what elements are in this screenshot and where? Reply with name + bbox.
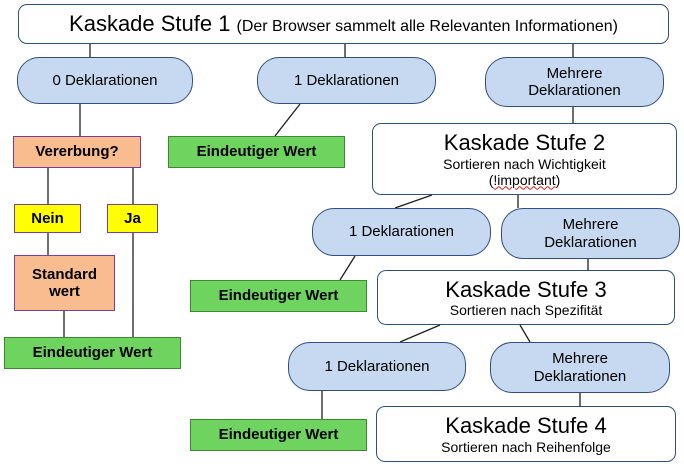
connector: [339, 255, 356, 281]
important-keyword: !important: [493, 171, 556, 188]
stage-4-box: Kaskade Stufe 4 Sortieren nach Reihenfol…: [376, 406, 676, 462]
answer-no-box: Nein: [14, 204, 81, 233]
result-unique-value-inheritance: Eindeutiger Wert: [4, 337, 181, 369]
result-unique-value-stage-2: Eindeutiger Wert: [190, 280, 367, 312]
default-value-line2: wert: [49, 283, 80, 300]
stage-3-title: Kaskade Stufe 3: [445, 276, 607, 302]
oval-label: 1 Deklarationen: [293, 71, 400, 89]
oval-many-declarations-stage-1: Mehrere Deklarationen: [485, 57, 664, 107]
result-unique-value-stage-1: Eindeutiger Wert: [168, 136, 345, 168]
connector: [399, 324, 441, 343]
stage-1-title: Kaskade Stufe 1: [69, 11, 231, 36]
stage-2-line2: (!important): [489, 172, 561, 188]
oval-one-declaration-stage-1: 1 Deklarationen: [257, 57, 436, 104]
paren-open: (: [488, 171, 494, 188]
stage-4-title: Kaskade Stufe 4: [445, 413, 607, 439]
oval-label: 0 Deklarationen: [52, 71, 158, 89]
stage-2-box: Kaskade Stufe 2 Sortieren nach Wichtigke…: [372, 123, 677, 195]
oval-one-declaration-stage-2: 1 Deklarationen: [312, 208, 491, 256]
result-label: Eindeutiger Wert: [218, 287, 339, 305]
stage-2-title: Kaskade Stufe 2: [443, 130, 606, 156]
oval-label: 1 Deklarationen: [324, 357, 430, 375]
default-value-line1: Standard: [31, 265, 97, 283]
result-unique-value-stage-3: Eindeutiger Wert: [190, 419, 367, 451]
connector: [519, 324, 531, 343]
oval-label-line1: Mehrere: [552, 350, 608, 368]
oval-label: 1 Deklarationen: [348, 223, 455, 241]
default-value-box: Standard wert: [14, 255, 115, 311]
stage-1-box: Kaskade Stufe 1 (Der Browser sammelt all…: [18, 4, 669, 44]
result-label: Eindeutiger Wert: [196, 143, 317, 161]
inheritance-question: Vererbung?: [35, 143, 119, 161]
result-label: Eindeutiger Wert: [218, 426, 339, 444]
stage-3-line1: Sortieren nach Spezifität: [449, 302, 603, 319]
inheritance-question-box: Vererbung?: [13, 136, 141, 168]
stage-3-box: Kaskade Stufe 3 Sortieren nach Spezifitä…: [377, 270, 675, 325]
oval-many-declarations-stage-3: Mehrere Deklarationen: [490, 342, 670, 393]
oval-label-line1: Mehrere: [562, 216, 619, 234]
answer-yes: Ja: [124, 209, 141, 227]
oval-label-line1: Mehrere: [546, 64, 603, 82]
answer-yes-box: Ja: [107, 204, 158, 233]
oval-many-declarations-stage-2: Mehrere Deklarationen: [501, 208, 680, 259]
stage-4-line1: Sortieren nach Reihenfolge: [441, 438, 611, 455]
result-label: Eindeutiger Wert: [32, 344, 153, 362]
paren-close: ): [555, 171, 561, 188]
oval-label-line2: Deklarationen: [544, 233, 637, 251]
oval-one-declaration-stage-3: 1 Deklarationen: [288, 342, 466, 391]
answer-no: Nein: [31, 209, 64, 227]
connector: [394, 194, 433, 209]
oval-label-line2: Deklarationen: [533, 367, 627, 385]
connector: [274, 103, 301, 137]
stage-2-line1: Sortieren nach Wichtigkeit: [443, 155, 606, 172]
stage-1-note: (Der Browser sammelt alle Relevanten Inf…: [236, 18, 618, 35]
oval-label-line2: Deklarationen: [528, 82, 621, 99]
oval-zero-declarations: 0 Deklarationen: [17, 57, 193, 104]
